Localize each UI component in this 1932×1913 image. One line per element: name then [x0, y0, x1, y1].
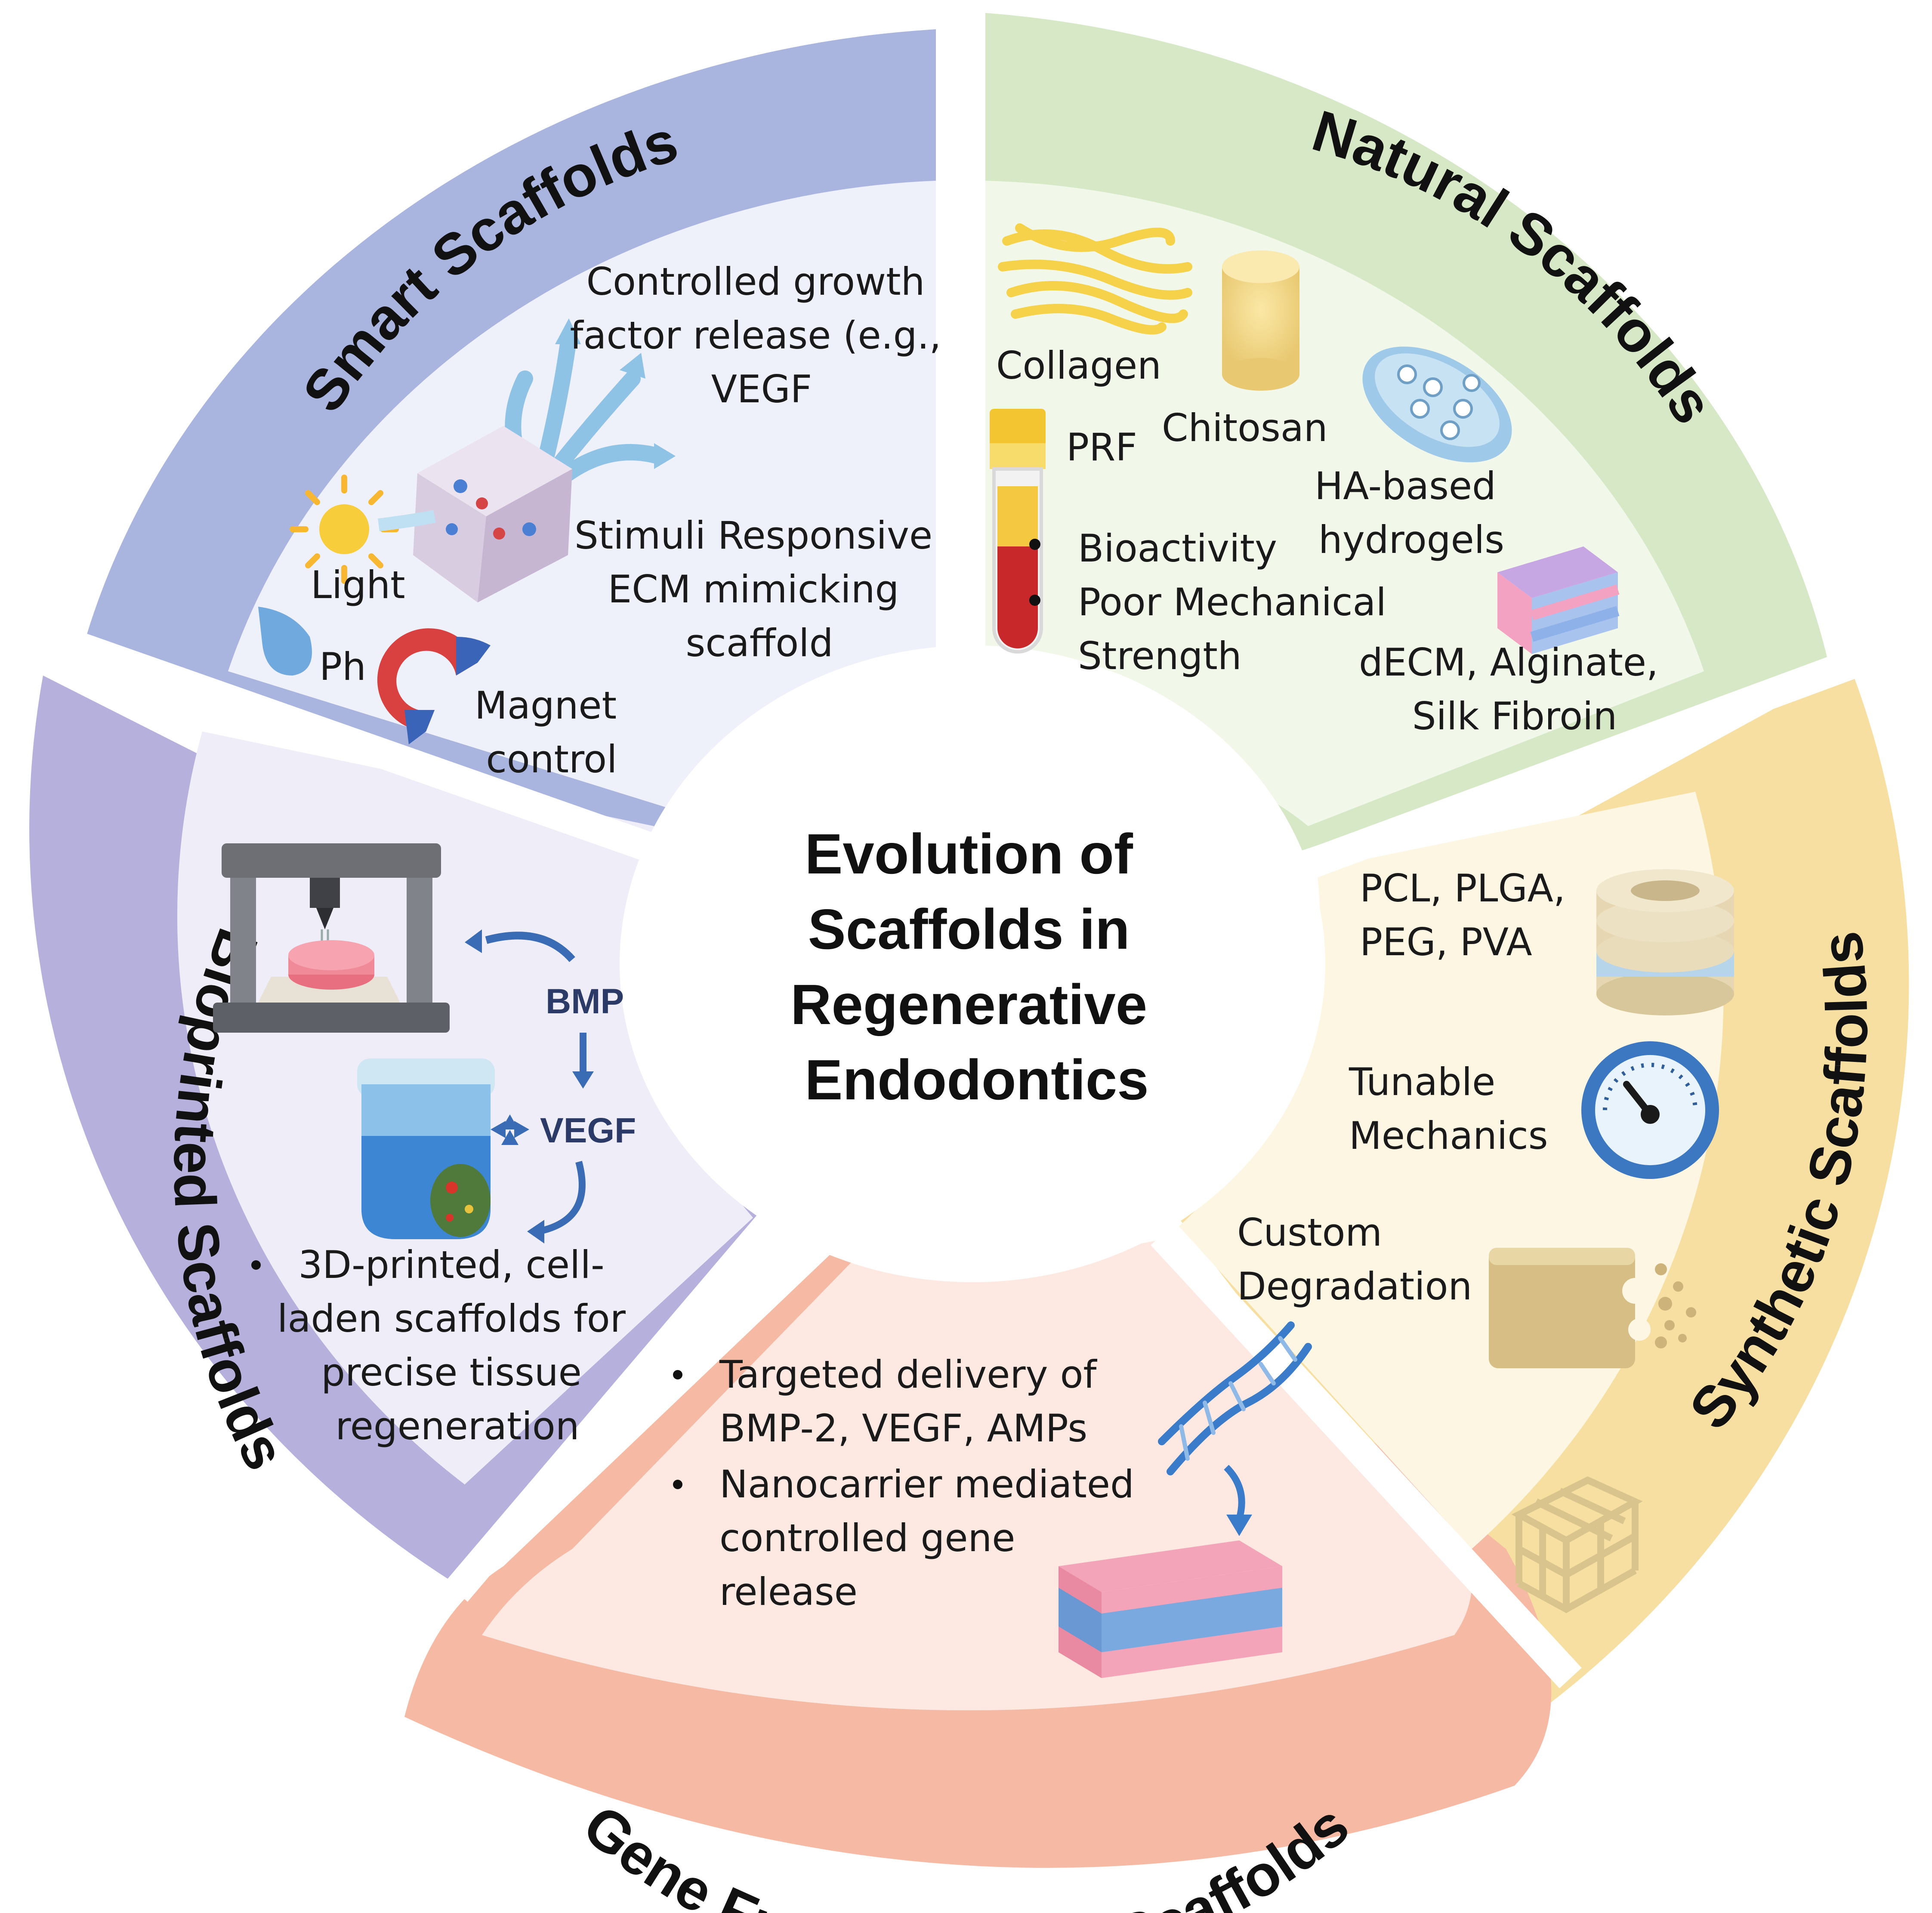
vegf-cross-icon [491, 1114, 529, 1145]
stimuli-responsive-label: Stimuli Responsive ECM mimicking scaffol… [574, 513, 944, 665]
center-title: Evolution of Scaffolds in Regenerative E… [790, 822, 1163, 1111]
drop-icon [258, 607, 312, 676]
bioactivity-label: Bioactivity [1078, 526, 1277, 571]
gauge-icon [1581, 1041, 1719, 1179]
bullet-dot [673, 1480, 682, 1489]
polymer-discs-icon [1596, 869, 1734, 1015]
decm-label: dECM, Alginate, Silk Fibroin [1359, 640, 1670, 738]
light-label: Light [311, 563, 405, 607]
dna-arrow [1224, 1465, 1245, 1520]
gene-bullet-2: Nanocarrier mediated controlled gene rel… [719, 1462, 1146, 1614]
bmp-label: BMP [546, 982, 624, 1021]
ph-label: Ph [319, 645, 366, 689]
collagen-label: Collagen [996, 343, 1161, 388]
bioprinter-icon [213, 843, 450, 1033]
dna-icon [1158, 1321, 1312, 1475]
sun-icon [290, 475, 399, 584]
decm-layers-icon [1497, 546, 1620, 654]
degrading-block-icon [1489, 1248, 1696, 1368]
poor-strength-label: Poor Mechanical Strength [1078, 580, 1398, 678]
bioprinted-bullet: 3D-printed, cell- laden scaffolds for pr… [277, 1243, 638, 1448]
smart-scaffold-block-icon [413, 426, 572, 602]
polymers-label: PCL, PLGA, PEG, PVA [1360, 866, 1577, 964]
chitosan-label: Chitosan [1162, 406, 1328, 450]
bullet-dot [1029, 539, 1040, 550]
bmp-arrowhead-down [572, 1071, 594, 1089]
collagen-fibers-icon [998, 223, 1192, 335]
prf-tube-icon [990, 409, 1046, 654]
bullet-dot [251, 1260, 261, 1270]
bmp-arrowhead-left [465, 929, 482, 953]
magnet-icon [377, 628, 491, 744]
tunable-mechanics-label: Tunable Mechanics [1349, 1060, 1548, 1158]
hydrogel-dish-icon [1362, 346, 1512, 463]
prf-label: PRF [1066, 425, 1137, 469]
vegf-arrowhead [527, 1220, 544, 1243]
sector-separators [21, 0, 1907, 1688]
gene-bullet-1: Targeted delivery of BMP-2, VEGF, AMPs [719, 1352, 1108, 1450]
growth-factor-arrowheads [555, 318, 676, 469]
magnet-control-label: Magnet control [475, 683, 629, 781]
bullet-dot [673, 1370, 682, 1379]
growth-factor-label: Controlled growth factor release (e.g., … [570, 259, 954, 411]
bullet-dot [1029, 595, 1040, 606]
natural-sector-inner [985, 181, 1704, 826]
dna-arrowhead [1226, 1515, 1252, 1536]
gene-layered-scaffold-icon [1059, 1540, 1282, 1678]
bioink-jar-icon [357, 1058, 495, 1239]
vegf-arrow [541, 1160, 586, 1234]
ha-hydrogels-label: HA-based hydrogels [1315, 464, 1508, 562]
center-circle [620, 645, 1325, 1282]
vegf-label: VEGF [540, 1111, 636, 1150]
custom-degradation-label: Custom Degradation [1237, 1210, 1472, 1308]
chitosan-cylinder-icon [1222, 250, 1299, 391]
light-beam [378, 510, 436, 531]
lattice-scaffold-icon [1511, 1476, 1643, 1614]
bmp-arrow-left [485, 932, 575, 963]
